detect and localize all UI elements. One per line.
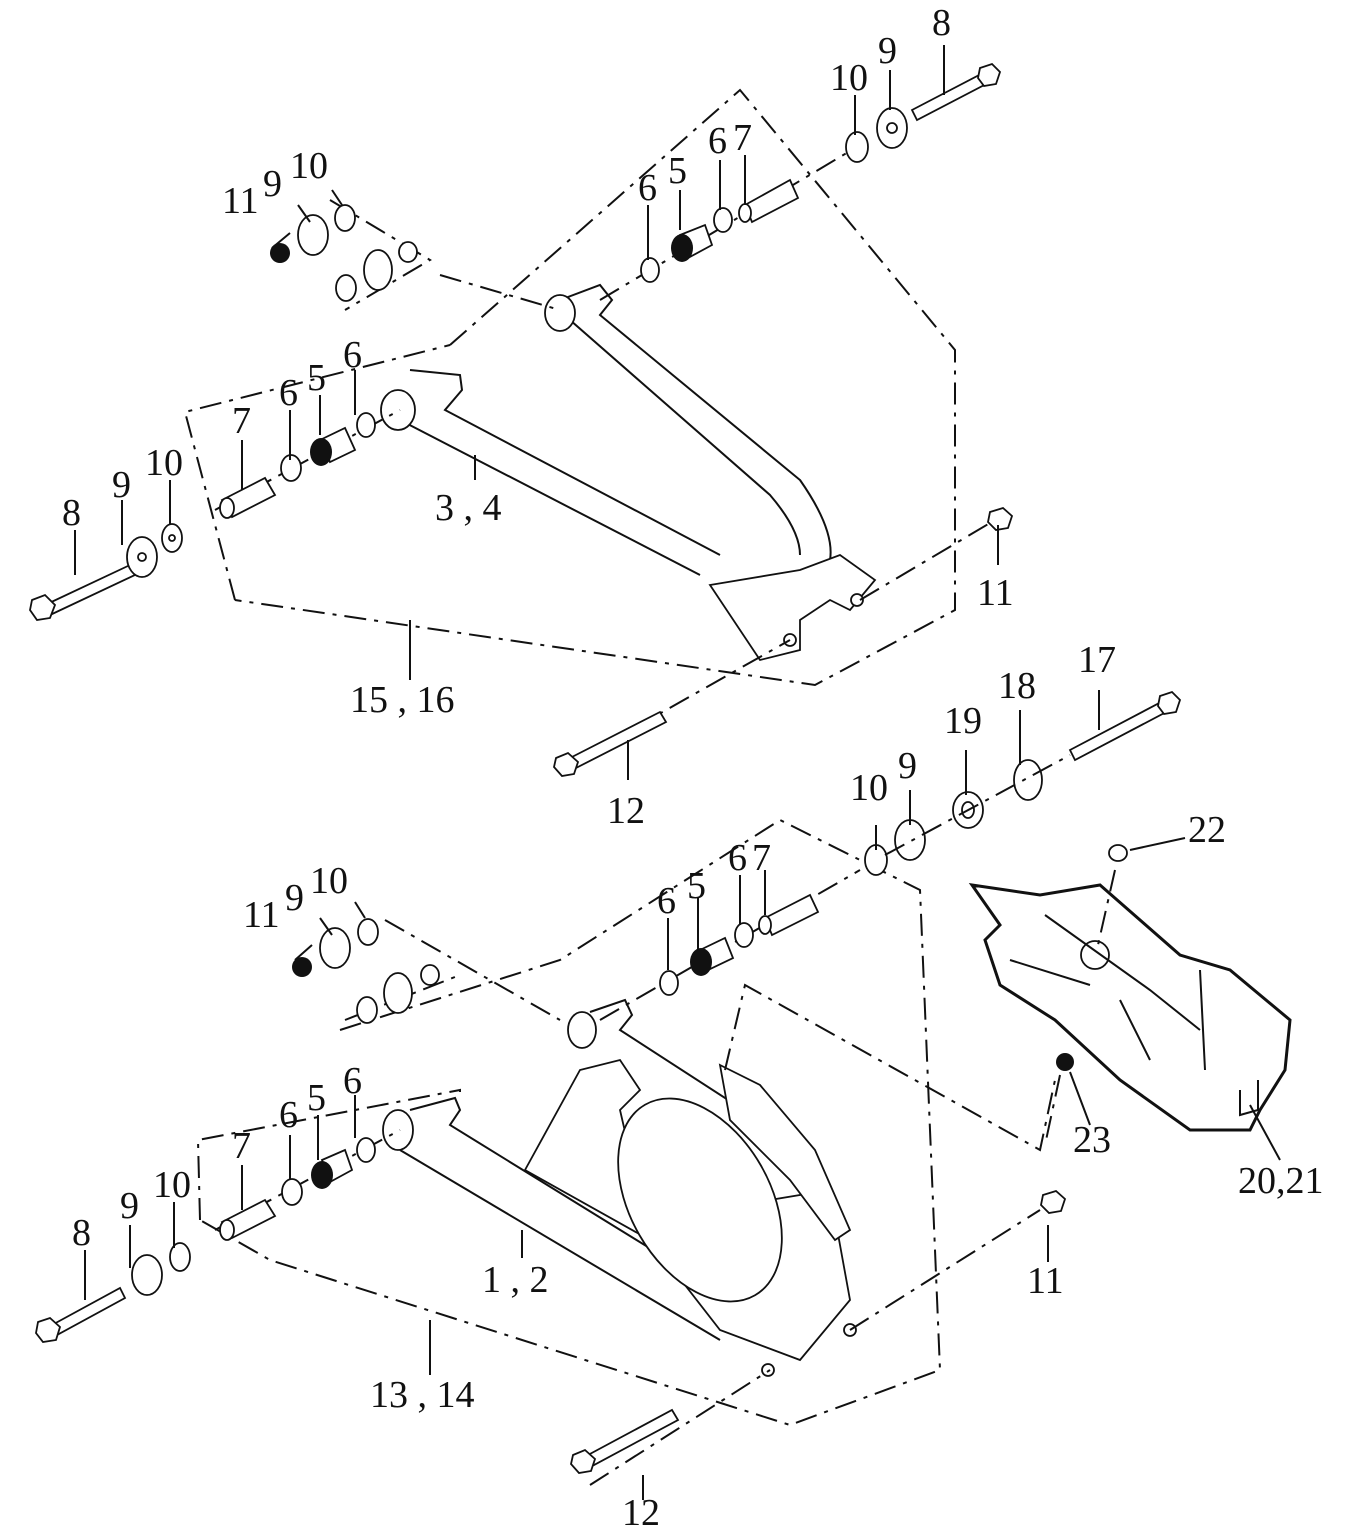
label-11: 11 xyxy=(222,180,259,222)
label-5: 5 xyxy=(668,150,687,192)
label-5: 5 xyxy=(307,357,326,399)
nut-11-lower-right xyxy=(1040,1189,1067,1214)
label-7: 7 xyxy=(232,400,251,442)
label-15-16: 15 , 16 xyxy=(350,679,455,721)
callout-labels: 11 9 10 6 5 6 7 10 9 8 8 9 10 7 6 5 6 3 … xyxy=(62,2,1324,1534)
label-10: 10 xyxy=(310,860,348,902)
bolt-8-lower-left xyxy=(35,1286,127,1343)
label-6: 6 xyxy=(657,880,676,922)
label-6: 6 xyxy=(638,167,657,209)
label-7: 7 xyxy=(752,837,771,879)
guard-20-21 xyxy=(968,883,1292,1132)
washer-10-upper-left xyxy=(161,523,183,553)
lower-assembly-outline xyxy=(196,818,942,1427)
bushing-5-upper-right xyxy=(671,223,714,262)
collar-7-upper-right xyxy=(738,178,800,224)
label-19: 19 xyxy=(944,700,982,742)
label-12: 12 xyxy=(622,1492,660,1534)
seal-6-upper-left-b xyxy=(356,412,376,438)
label-7: 7 xyxy=(232,1125,251,1167)
nut-23 xyxy=(1056,1053,1074,1071)
bushing-5-upper-left xyxy=(310,426,357,466)
collar-7-lower-left xyxy=(219,1198,277,1241)
washer-10-lower-cluster xyxy=(357,918,379,946)
lower-a-arm xyxy=(382,998,857,1377)
label-8: 8 xyxy=(932,2,951,44)
label-23: 23 xyxy=(1073,1119,1111,1161)
washer-9-lower-cluster xyxy=(319,927,351,969)
label-10: 10 xyxy=(145,442,183,484)
bushing-5-lower-left xyxy=(311,1148,354,1189)
label-5: 5 xyxy=(307,1077,326,1119)
seal-6-upper-right-b xyxy=(713,207,733,233)
label-17: 17 xyxy=(1078,639,1116,681)
label-13-14: 13 , 14 xyxy=(370,1374,475,1416)
upper-a-arm xyxy=(380,283,877,662)
washer-9-upper-left xyxy=(126,536,158,578)
label-9: 9 xyxy=(112,464,131,506)
bushing-5-lower-right xyxy=(690,936,735,976)
washer-10-upper-right xyxy=(845,131,869,163)
label-18: 18 xyxy=(998,665,1036,707)
washer-18 xyxy=(1013,759,1043,801)
label-6: 6 xyxy=(728,837,747,879)
upper-assembly-outline xyxy=(183,88,956,687)
label-11: 11 xyxy=(977,572,1014,614)
label-8: 8 xyxy=(62,492,81,534)
lower-assembly xyxy=(35,690,1182,1500)
washer-10-lower-left xyxy=(169,1242,191,1272)
seal-6-lower-right-b xyxy=(734,922,754,948)
label-11: 11 xyxy=(1027,1260,1064,1302)
collar-7-upper-left xyxy=(219,476,277,519)
washer-9-lower-right xyxy=(894,819,926,861)
label-12: 12 xyxy=(607,790,645,832)
washer-9-upper-cluster xyxy=(297,214,329,256)
label-6: 6 xyxy=(708,120,727,162)
washer-9-upper-right xyxy=(876,107,908,149)
seal-6-lower-left-a xyxy=(281,1178,303,1206)
label-20-21: 20,21 xyxy=(1238,1160,1324,1202)
label-7: 7 xyxy=(733,117,752,159)
label-6: 6 xyxy=(279,372,298,414)
label-8: 8 xyxy=(72,1212,91,1254)
collar-7-lower-right xyxy=(758,893,820,937)
bolt-8-upper-left xyxy=(29,563,137,621)
label-6: 6 xyxy=(343,334,362,376)
label-22: 22 xyxy=(1188,809,1226,851)
nut-11-upper-cluster xyxy=(270,243,290,263)
label-9: 9 xyxy=(263,163,282,205)
seal-6-upper-right-a xyxy=(640,257,660,283)
bolt-12-lower xyxy=(570,1408,680,1474)
nut-11-lower-cluster xyxy=(292,957,312,977)
label-9: 9 xyxy=(898,745,917,787)
bolt-12-upper xyxy=(553,710,668,777)
label-10: 10 xyxy=(830,57,868,99)
label-3-4: 3 , 4 xyxy=(435,487,502,529)
label-1-2: 1 , 2 xyxy=(482,1259,549,1301)
label-9: 9 xyxy=(120,1185,139,1227)
nut-11-upper-right xyxy=(987,506,1014,531)
bolt-17 xyxy=(1068,690,1182,762)
label-10: 10 xyxy=(290,145,328,187)
clip-22 xyxy=(1108,844,1128,862)
washer-9-lower-left xyxy=(131,1254,163,1296)
upper-assembly xyxy=(29,45,1014,780)
label-6: 6 xyxy=(279,1094,298,1136)
label-9: 9 xyxy=(878,30,897,72)
washer-10-upper-cluster xyxy=(334,204,356,232)
seal-6-lower-right-a xyxy=(659,970,679,996)
label-6: 6 xyxy=(343,1060,362,1102)
label-10: 10 xyxy=(153,1164,191,1206)
bolt-8-upper-right xyxy=(910,62,1002,122)
label-5: 5 xyxy=(687,865,706,907)
label-11: 11 xyxy=(243,894,280,936)
label-10: 10 xyxy=(850,767,888,809)
seal-6-lower-left-b xyxy=(356,1137,376,1163)
label-9: 9 xyxy=(285,877,304,919)
